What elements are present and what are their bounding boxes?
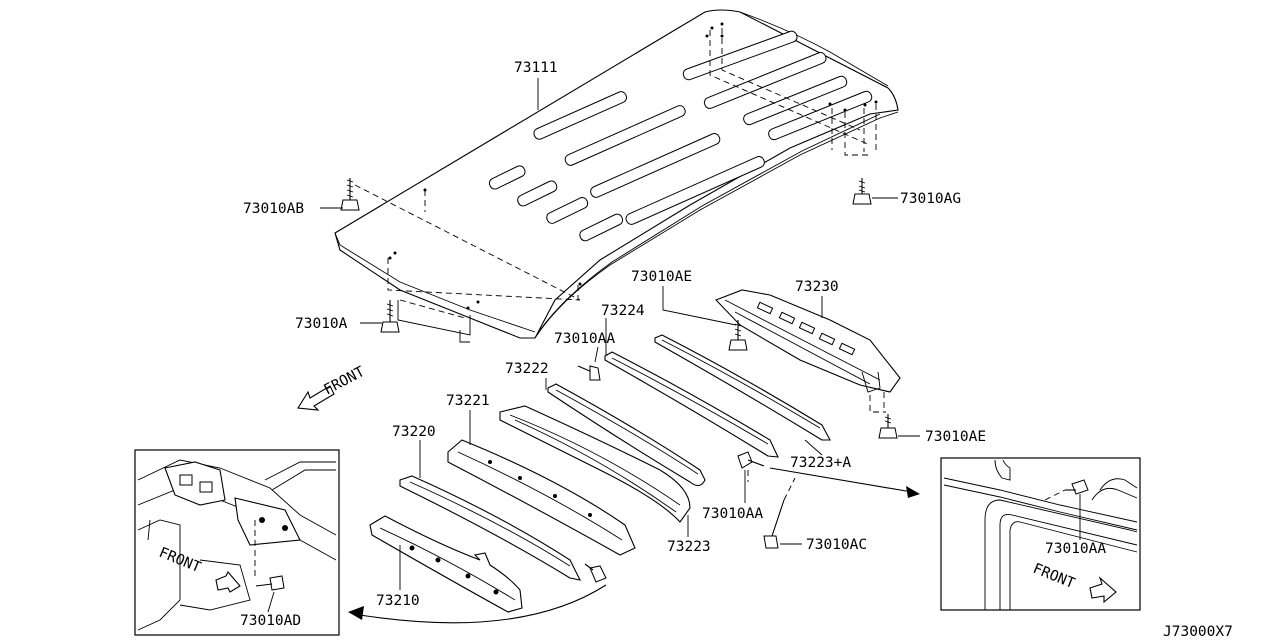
inset-right: 73010AA FRONT <box>940 457 1141 611</box>
roof-rail-73230 <box>715 289 901 413</box>
label-73010A: 73010A <box>295 316 348 332</box>
bolt-73010AC <box>763 477 796 549</box>
label-73010AA-inset: 73010AA <box>1045 541 1106 557</box>
label-73223: 73223 <box>667 539 711 555</box>
bolt-73010A <box>380 300 400 333</box>
label-73210: 73210 <box>376 593 420 609</box>
front-direction-arrow: FRONT <box>297 364 368 411</box>
label-73010AC: 73010AC <box>806 537 867 553</box>
label-73223A: 73223+A <box>790 455 851 471</box>
bolt-73010AA-b <box>737 451 765 482</box>
label-73111: 73111 <box>514 60 558 76</box>
bolt-73010AB <box>340 178 360 211</box>
label-73010AA-a: 73010AA <box>554 331 615 347</box>
roof-bow-73222 <box>547 383 706 487</box>
bolt-73010AA-a <box>577 365 601 381</box>
front-label: FRONT <box>321 364 367 399</box>
front-header-73210 <box>369 515 523 613</box>
roof-bow-73224 <box>604 351 779 458</box>
roof-bow-73223 <box>499 405 691 523</box>
part-labels: 73111 73010AB 73010AG 73010A 73010AE 732… <box>243 60 986 609</box>
label-73010AE-right: 73010AE <box>925 429 986 445</box>
label-73010AD: 73010AD <box>240 613 301 629</box>
roof-bow-73221 <box>447 439 636 556</box>
label-73222: 73222 <box>505 361 549 377</box>
bolt-lower <box>584 563 607 583</box>
inset-left: FRONT 73010AD <box>134 449 340 636</box>
leader-lines <box>320 78 920 624</box>
label-73010AE-top: 73010AE <box>631 269 692 285</box>
label-73010AA-b: 73010AA <box>702 506 763 522</box>
label-73010AG: 73010AG <box>900 191 961 207</box>
bolt-73010AG <box>852 178 872 205</box>
label-73224: 73224 <box>601 303 645 319</box>
roof-bow-73223A <box>654 334 831 441</box>
roof-bow-73220 <box>399 475 581 581</box>
label-73230: 73230 <box>795 279 839 295</box>
label-73220: 73220 <box>392 424 436 440</box>
roof-panel-73111 <box>334 9 899 343</box>
label-73010AB: 73010AB <box>243 201 304 217</box>
bolt-73010AE-top <box>728 320 748 351</box>
diagram-code: J73000X7 <box>1163 624 1233 640</box>
bolt-73010AE-right <box>878 414 898 439</box>
label-73221: 73221 <box>446 393 490 409</box>
